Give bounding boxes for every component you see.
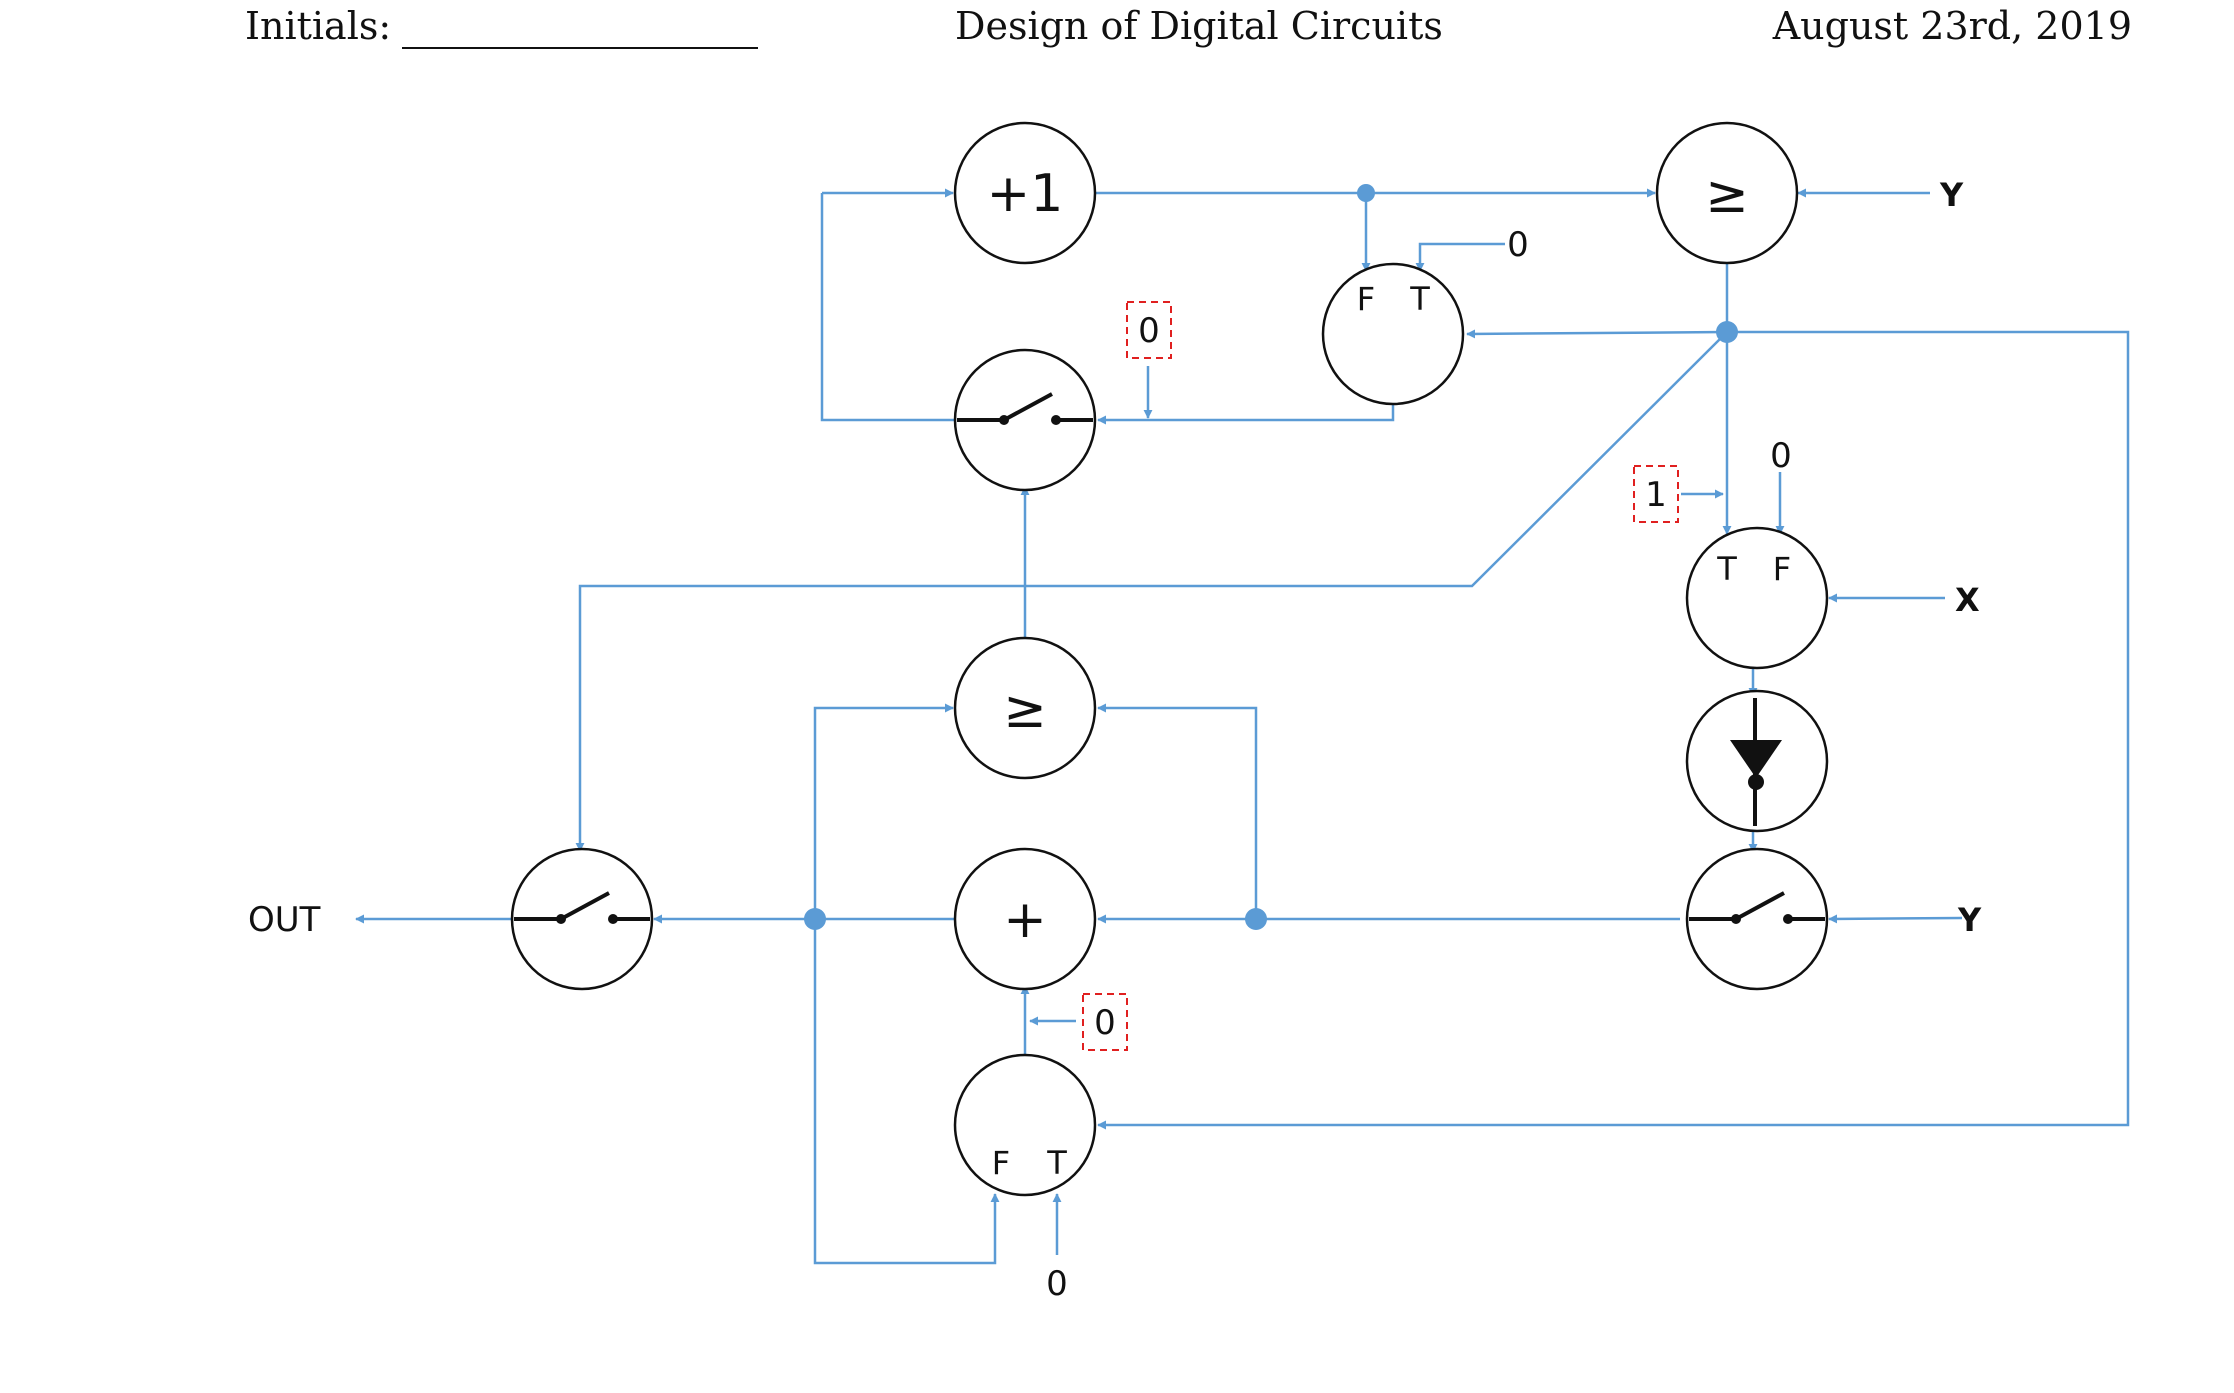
junction-dot xyxy=(1716,321,1738,343)
wire-to-out-switch-control xyxy=(575,331,1728,852)
wire-const-to-mux-top-t xyxy=(1415,242,1505,272)
wire-tap-to-mux-bottom-f xyxy=(813,919,1000,1265)
mux-top-f-label: F xyxy=(1357,280,1375,318)
mux-bottom-t-const: 0 xyxy=(1046,1264,1068,1304)
wire-increment-feedback xyxy=(820,193,955,422)
initials-blank-line xyxy=(402,47,758,49)
junction-dot xyxy=(1357,184,1375,202)
mux-right-f-const: 0 xyxy=(1770,436,1792,476)
junction-dots xyxy=(804,184,1738,930)
junction-dot xyxy=(804,908,826,930)
red-box-right: 1 xyxy=(1633,465,1679,523)
red-box-top-value: 0 xyxy=(1138,311,1160,351)
mux-top-t-const: 0 xyxy=(1507,225,1529,265)
mux-right-f-label: F xyxy=(1773,550,1791,588)
adder-label: + xyxy=(1003,890,1047,950)
wire-to-mux-top-select xyxy=(1466,329,1728,339)
mux-top-node: F T xyxy=(1321,262,1465,406)
terminal-y-bottom: Y xyxy=(1957,901,1982,939)
mux-top-t-label: T xyxy=(1409,280,1430,318)
compare-mid-label: ≥ xyxy=(1003,680,1047,740)
switch-bottom-node xyxy=(1685,847,1829,991)
increment-node: +1 xyxy=(953,121,1097,265)
terminal-x: X xyxy=(1955,581,1980,619)
increment-label: +1 xyxy=(987,164,1064,224)
red-box-bottom-value: 0 xyxy=(1094,1003,1116,1043)
header-course-title: Design of Digital Circuits xyxy=(955,4,1443,48)
header-date: August 23rd, 2019 xyxy=(1772,4,2132,48)
mux-right-t-label: T xyxy=(1716,550,1737,588)
terminal-out: OUT xyxy=(248,900,321,940)
wire-mux-top-to-switch xyxy=(1097,404,1395,425)
wires xyxy=(355,188,2130,1265)
wire-tap-to-compare-mid xyxy=(1097,703,1258,919)
wire-tap-to-compare-mid-left xyxy=(813,703,954,919)
adder-node: + xyxy=(953,847,1097,991)
register-node xyxy=(1685,689,1829,833)
compare-mid-node: ≥ xyxy=(953,636,1097,780)
wire-to-mux-bottom-select xyxy=(1097,330,2130,1130)
header-initials-label: Initials: xyxy=(245,4,392,48)
red-box-bottom: 0 xyxy=(1082,993,1128,1051)
red-box-top: 0 xyxy=(1126,301,1172,359)
junction-dot xyxy=(1245,908,1267,930)
wire-y-bottom-in xyxy=(1828,914,1963,924)
compare-top-label: ≥ xyxy=(1705,165,1749,225)
mux-right-node: T F xyxy=(1685,526,1829,670)
red-box-right-value: 1 xyxy=(1645,475,1667,515)
switch-out-node xyxy=(510,847,654,991)
switch-top-node xyxy=(953,348,1097,492)
compare-top-node: ≥ xyxy=(1655,121,1799,265)
mux-bottom-node: F T xyxy=(953,1053,1097,1197)
mux-bottom-t-label: T xyxy=(1046,1144,1067,1182)
terminal-y-top: Y xyxy=(1939,176,1964,214)
mux-bottom-f-label: F xyxy=(992,1144,1010,1182)
